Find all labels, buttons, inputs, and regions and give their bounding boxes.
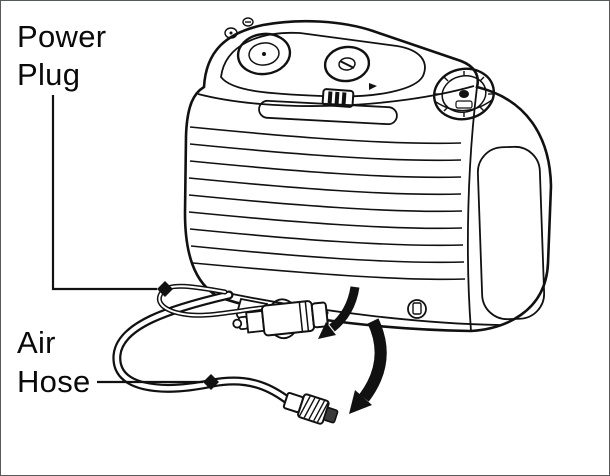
pressure-gauge-bezel [432,67,496,121]
hose-fitting-tip [323,407,339,424]
hose-fitting [282,391,339,425]
end-cap-seam [466,86,478,332]
curved-down-arrow-icon [329,286,360,332]
power-plug-label-line2: Plug [17,57,80,92]
selector-knob-outer [323,45,371,83]
base-rim-line [217,290,501,326]
body-rib [189,228,464,247]
hose-fitting-knurl-lines [298,396,329,423]
knurl-line [303,397,316,418]
gauge-tick [443,76,449,82]
plug-rear-cap [310,301,329,329]
compressor-illustration [183,17,553,333]
control-panel-plate [220,31,426,98]
knurl-line [316,401,329,423]
power-switch-rib [334,91,340,105]
plug-tip-knob [232,318,243,329]
body-ribs [188,126,466,281]
body-rib [188,211,463,230]
power-plug-callout: Power Plug [17,19,173,297]
knurl-line [308,399,321,420]
air-hose-tube-core [114,292,293,405]
selector-knob-inner [338,57,356,71]
deflation-dial-center [262,52,266,56]
power-switch-knob [321,88,355,108]
panel-symbol-dot [229,31,233,35]
panel-symbol-icons [224,17,254,39]
handle-slot [258,99,398,126]
knurl-line [298,396,311,417]
plug-barrel-ring [298,301,304,332]
selector-knob [323,45,377,90]
power-switch-rib [341,92,347,105]
gauge-tick [479,106,485,112]
end-cap-panel [476,145,546,321]
front-port-ring [407,299,427,319]
air-hose-callout: Air Hose [17,325,219,399]
plug-direction-arrow [318,286,360,339]
air-hose-label-line2: Hose [17,364,91,399]
accessory-power-plug [232,298,329,340]
body-rib [188,194,463,213]
arrowhead [318,322,336,339]
power-plug-leader-line [51,95,157,291]
inflate-arrow-icon [369,83,377,90]
plug-spring-clip-bottom [274,332,296,340]
power-plug-label-line1: Power [17,19,106,54]
gauge-tick [479,76,485,82]
pressure-gauge-face [441,75,487,113]
front-port [407,299,427,319]
panel-symbol-icon [224,27,238,39]
diamond-marker-icon [203,374,219,390]
body-rib [189,160,462,179]
body-rib [190,245,465,264]
diamond-marker-icon [157,281,173,297]
knurl-line [313,400,325,422]
air-hose-label-line1: Air [17,325,56,360]
deflation-dial-outer-ring [236,32,292,76]
pressure-gauge-ticks [435,71,493,117]
air-hose [112,290,339,425]
hose-direction-arrow [349,318,387,414]
body-rib [189,143,462,162]
body-rib [189,126,462,145]
deflation-dial-inner-ring [248,42,280,66]
gauge-base-arc [435,99,493,112]
body-rib [192,262,466,281]
pressure-gauge [432,67,496,121]
plug-spring-clip-top [270,298,292,306]
curved-down-arrow-icon [359,318,387,402]
arrowhead [349,390,372,414]
panel-symbol-icon [242,17,254,27]
body-rib [188,177,462,196]
power-switch-rib [327,91,333,104]
pressure-gauge-hub [459,90,469,98]
power-cord [157,283,329,340]
pressure-gauge-window [455,100,473,109]
selector-knob-slot [339,60,355,69]
front-port-slot [412,302,422,315]
deflation-dial [236,32,292,76]
plug-barrel-ring [304,301,310,332]
